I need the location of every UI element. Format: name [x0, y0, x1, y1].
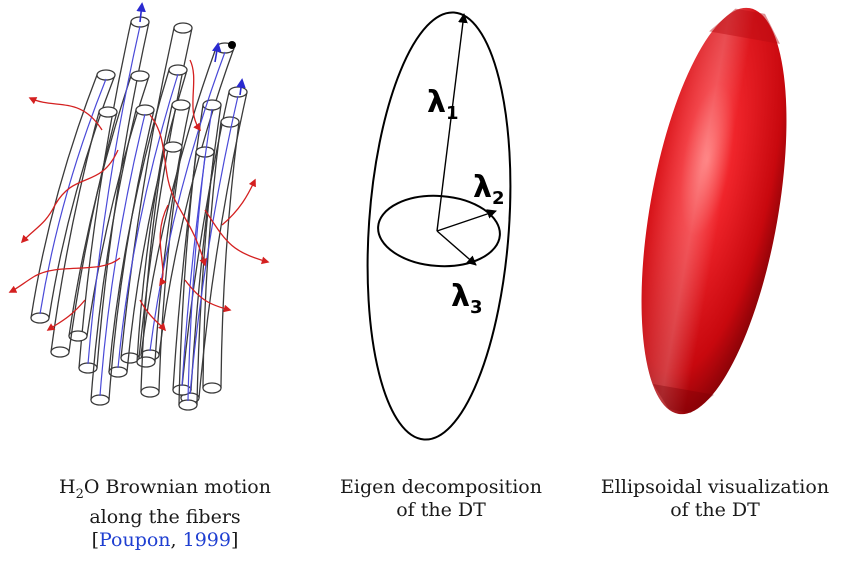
- fibers-caption: H2O Brownian motion along the fibers [Po…: [0, 476, 330, 552]
- diffusion-path: [30, 98, 102, 130]
- citation-year-link[interactable]: 1999: [183, 529, 231, 551]
- fiber-top-cap: [136, 105, 154, 115]
- open-bracket: [: [92, 529, 99, 551]
- fiber-top-cap: [221, 117, 239, 127]
- ellipsoid-caption-line2: of the DT: [578, 499, 852, 522]
- eigen-svg: λ1 λ2 λ3: [355, 0, 530, 450]
- ellipsoid-caption-line1: Ellipsoidal visualization: [578, 476, 852, 499]
- citation-author-link[interactable]: Poupon: [99, 529, 171, 551]
- fiber-bottom-cap: [91, 395, 109, 405]
- diffusion-paths: [10, 60, 268, 330]
- eigen-caption: Eigen decomposition of the DT: [305, 476, 577, 522]
- lambda3-label: λ3: [451, 279, 483, 318]
- fibers-caption-line1: H2O Brownian motion: [0, 476, 330, 506]
- caption-motion-text: O Brownian motion: [84, 476, 271, 498]
- fiber-top-cap: [97, 70, 115, 80]
- fiber-bottom-cap: [203, 383, 221, 393]
- lambda2-arrow: [437, 211, 496, 231]
- fiber-top-cap: [131, 71, 149, 81]
- lambda3-arrow: [437, 231, 476, 265]
- ellipsoid-visualization: [600, 0, 840, 440]
- fibers-caption-citation: [Poupon, 1999]: [0, 529, 330, 552]
- eigen-caption-line1: Eigen decomposition: [305, 476, 577, 499]
- fiber-top-cap: [229, 87, 247, 97]
- ellipsoid-shape: [615, 0, 813, 425]
- close-bracket: ]: [231, 529, 238, 551]
- ellipsoid-svg: [600, 0, 840, 440]
- fiber-bottom-cap: [121, 353, 139, 363]
- fibers-caption-line2: along the fibers: [0, 506, 330, 529]
- fiber-top-cap: [99, 107, 117, 117]
- diffusion-path: [48, 300, 85, 330]
- caption-h: H: [59, 476, 76, 498]
- fiber-top-cap: [172, 100, 190, 110]
- ellipsoid-caption: Ellipsoidal visualization of the DT: [578, 476, 852, 522]
- fiber-bottom-cap: [51, 347, 69, 357]
- fiber-bottom-cap: [141, 387, 159, 397]
- fiber-diffusion-svg: [0, 0, 280, 430]
- eigen-decomposition-diagram: λ1 λ2 λ3: [355, 0, 530, 450]
- fiber-top-cap: [169, 65, 187, 75]
- diffusion-path: [222, 180, 255, 225]
- fiber-bottom-cap: [179, 400, 197, 410]
- fiber-bottom-cap: [137, 357, 155, 367]
- black-dot-marker: [228, 41, 236, 49]
- eigen-caption-line2: of the DT: [305, 499, 577, 522]
- fiber-bottom-cap: [31, 313, 49, 323]
- diffusion-path: [205, 210, 268, 262]
- fiber-tube: [203, 122, 239, 388]
- fiber-top-cap: [164, 142, 182, 152]
- caption-subscript: 2: [76, 487, 84, 502]
- citation-separator: ,: [171, 529, 183, 551]
- fiber-diffusion-illustration: [0, 0, 280, 430]
- lambda2-label: λ2: [473, 170, 505, 209]
- fiber-top-cap: [174, 23, 192, 33]
